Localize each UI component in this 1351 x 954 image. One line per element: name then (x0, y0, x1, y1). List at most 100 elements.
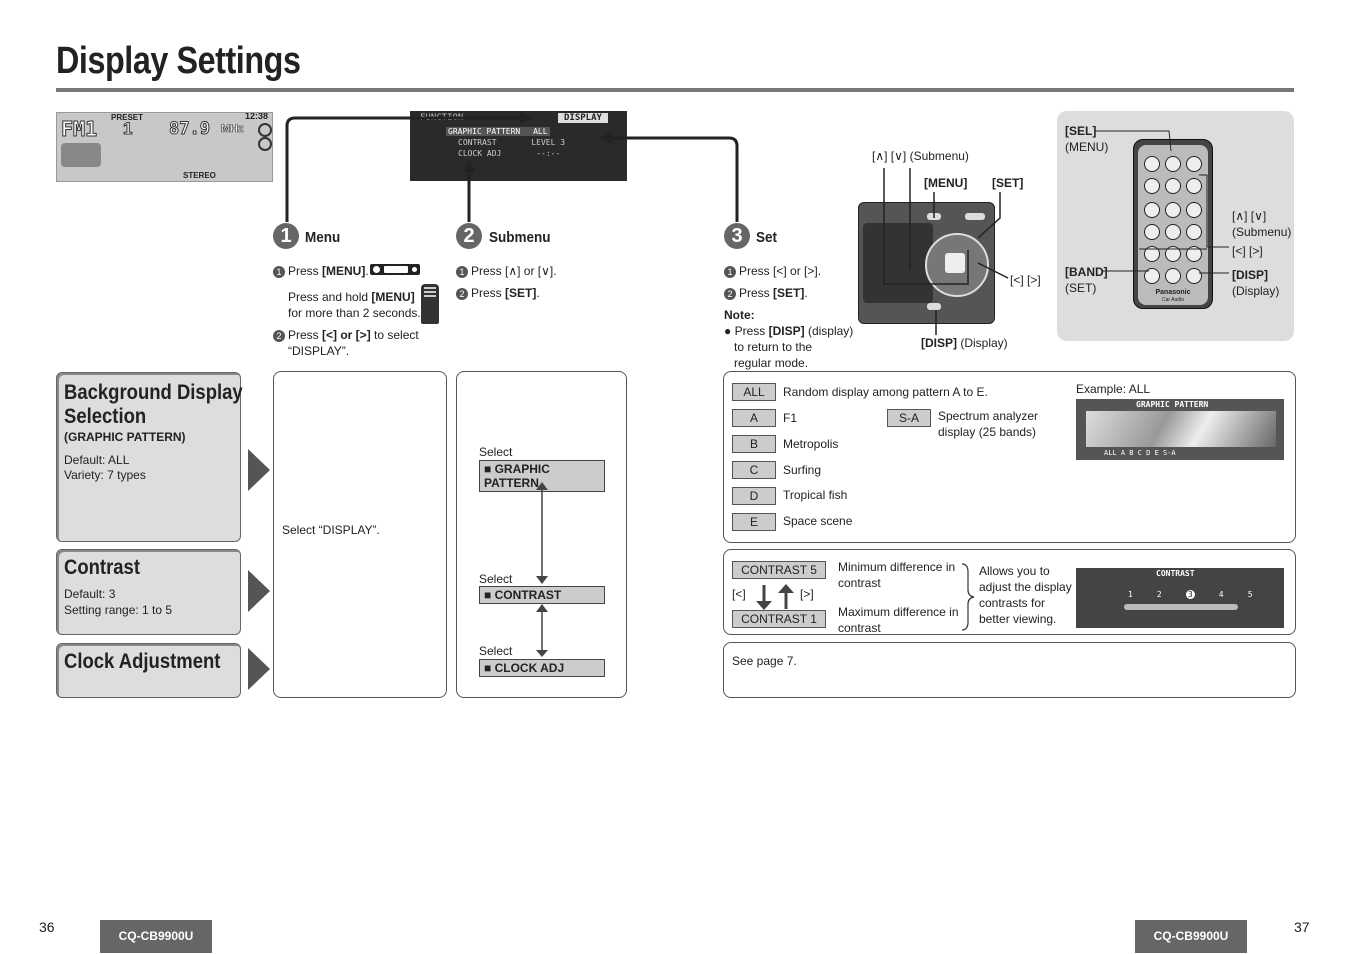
pattern-desc-e: Space scene (783, 514, 853, 528)
pattern-tag-sa: S-A (887, 409, 931, 427)
substep-1-icon: 1 (724, 265, 736, 278)
unit-lr-label: [<] [>] (1010, 273, 1041, 287)
card-title: Background Display (64, 381, 243, 404)
contrast-allows-text: Allows you to adjust the display contras… (979, 564, 1072, 626)
card-subtitle: (GRAPHIC PATTERN) (64, 430, 186, 444)
lcd-menu-display: FUNCTION DISPLAY GRAPHIC PATTERN ALL CON… (410, 111, 627, 181)
example-label: Example: ALL (1076, 382, 1151, 396)
lcd-preset: 1 (122, 119, 133, 139)
model-badge-right: CQ-CB9900U (1135, 920, 1247, 953)
unit-set-key-label: [SET] (992, 176, 1024, 190)
pattern-desc-b: Metropolis (783, 437, 839, 451)
pattern-tag-all: ALL (732, 383, 776, 401)
card-title: Clock Adjustment (64, 650, 221, 673)
lcd-disc-icon-2 (258, 137, 272, 151)
card-range: Setting range: 1 to 5 (64, 603, 173, 617)
remote-updown-label: [∧] [∨](Submenu) (1232, 209, 1292, 239)
lcd-menu-value-2: LEVEL 3 (531, 138, 566, 147)
step-3-note: Note: ● Press [DISP] (display) to return… (724, 308, 854, 370)
title-rule (56, 88, 1294, 92)
select-label-1: Select (479, 445, 513, 459)
substep-2-icon: 2 (724, 287, 736, 300)
lcd-on-graphic (61, 143, 101, 167)
contrast-lcd-levels: 1 2 3 4 5 (1128, 590, 1253, 599)
menu-button-icon (370, 264, 420, 275)
arrow-right-icon (248, 449, 270, 491)
page-title: Display Settings (56, 40, 301, 82)
lcd-menu-row-3: CLOCK ADJ --:-- (458, 149, 560, 158)
card-contrast: Contrast Default: 3 Setting range: 1 to … (56, 549, 241, 635)
lcd-menu-item-1: GRAPHIC PATTERN (448, 127, 521, 136)
remote-panel: [SEL](MENU) Panasonic Car Audio [∧] [∨](… (1057, 111, 1294, 341)
pattern-desc-a: F1 (783, 411, 798, 425)
lcd-frequency: 87.9 (169, 119, 211, 140)
unit-disp-label: [DISP] (Display) (921, 336, 1008, 350)
arrow-right-icon (248, 648, 270, 690)
unit-callout-lines (883, 168, 1009, 335)
card-title: Contrast (64, 556, 140, 579)
step-3-label: Set (756, 229, 778, 246)
contrast-key-right: [>] (800, 587, 814, 601)
card-title-2: Selection (64, 405, 147, 428)
remote-mini-icon (421, 284, 439, 324)
step-3-number: 3 (724, 223, 750, 249)
lcd-main-display: FM1 PRESET 1 87.9 MHz 12:38 STEREO (56, 112, 273, 182)
contrast-lcd-title: CONTRAST (1156, 569, 1195, 578)
substep-1-icon: 1 (456, 265, 468, 278)
contrast-box: CONTRAST 5 [<] [>] CONTRAST 1 Minimum di… (723, 549, 1296, 635)
substep-1-icon: 1 (273, 265, 285, 278)
remote-disp-label: [DISP](Display) (1232, 268, 1280, 298)
contrast-5-tag: CONTRAST 5 (732, 561, 826, 579)
substep-2-icon: 2 (456, 287, 468, 300)
lcd-menu-item-3: CLOCK ADJ (458, 149, 502, 158)
card-variety: Variety: 7 types (64, 468, 146, 482)
pattern-tag-a: A (732, 409, 776, 427)
step-2-number: 2 (456, 223, 482, 249)
step-2-label: Submenu (489, 229, 551, 246)
select-label-2: Select (479, 572, 513, 586)
head-unit-face (858, 202, 995, 324)
pattern-desc-c: Surfing (783, 463, 822, 477)
pattern-tag-d: D (732, 487, 776, 505)
lcd-clock: 12:38 (245, 112, 269, 121)
page-number-right: 37 (1294, 919, 1310, 935)
substep-2-icon: 2 (273, 329, 285, 342)
submenu-item-clock-adj: ■ CLOCK ADJ (479, 659, 605, 677)
select-display-box: Select “DISPLAY”. (273, 371, 447, 698)
pattern-tag-e: E (732, 513, 776, 531)
contrast-key-left: [<] (732, 587, 746, 601)
contrast-lcd-bar (1124, 604, 1238, 610)
example-lcd: GRAPHIC PATTERN ALL A B C D E S-A (1076, 399, 1284, 460)
submenu-item-contrast: ■ CONTRAST (479, 586, 605, 604)
unit-menu-key-label: [MENU] (924, 176, 968, 190)
clock-box: See page 7. (723, 642, 1296, 698)
contrast-1-tag: CONTRAST 1 (732, 610, 826, 628)
contrast-brace (961, 563, 975, 631)
lcd-band: FM1 (60, 117, 98, 142)
remote-brand-sub: Car Audio (1162, 297, 1184, 303)
pattern-tag-c: C (732, 461, 776, 479)
submenu-select-box: Select ■ GRAPHIC PATTERN Select ■ CONTRA… (456, 371, 627, 698)
remote-sel-label: [SEL](MENU) (1065, 124, 1109, 154)
step-1-number: 1 (273, 223, 299, 249)
remote-callout-lines (1095, 130, 1229, 274)
remote-lr-label: [<] [>] (1232, 244, 1263, 258)
step-1-hold-text: Press and hold [MENU] for more than 2 se… (288, 290, 421, 320)
lcd-menu-item-2: CONTRAST (458, 138, 497, 147)
example-lcd-graphic (1086, 411, 1276, 447)
lcd-unit: MHz (221, 123, 244, 136)
lcd-menu-value-3: --:-- (536, 149, 561, 158)
patterns-box: ALL Random display among pattern A to E.… (723, 371, 1296, 543)
remote-brand: Panasonic (1155, 289, 1191, 296)
pattern-desc-d: Tropical fish (783, 488, 848, 502)
arrow-right-icon (248, 570, 270, 612)
